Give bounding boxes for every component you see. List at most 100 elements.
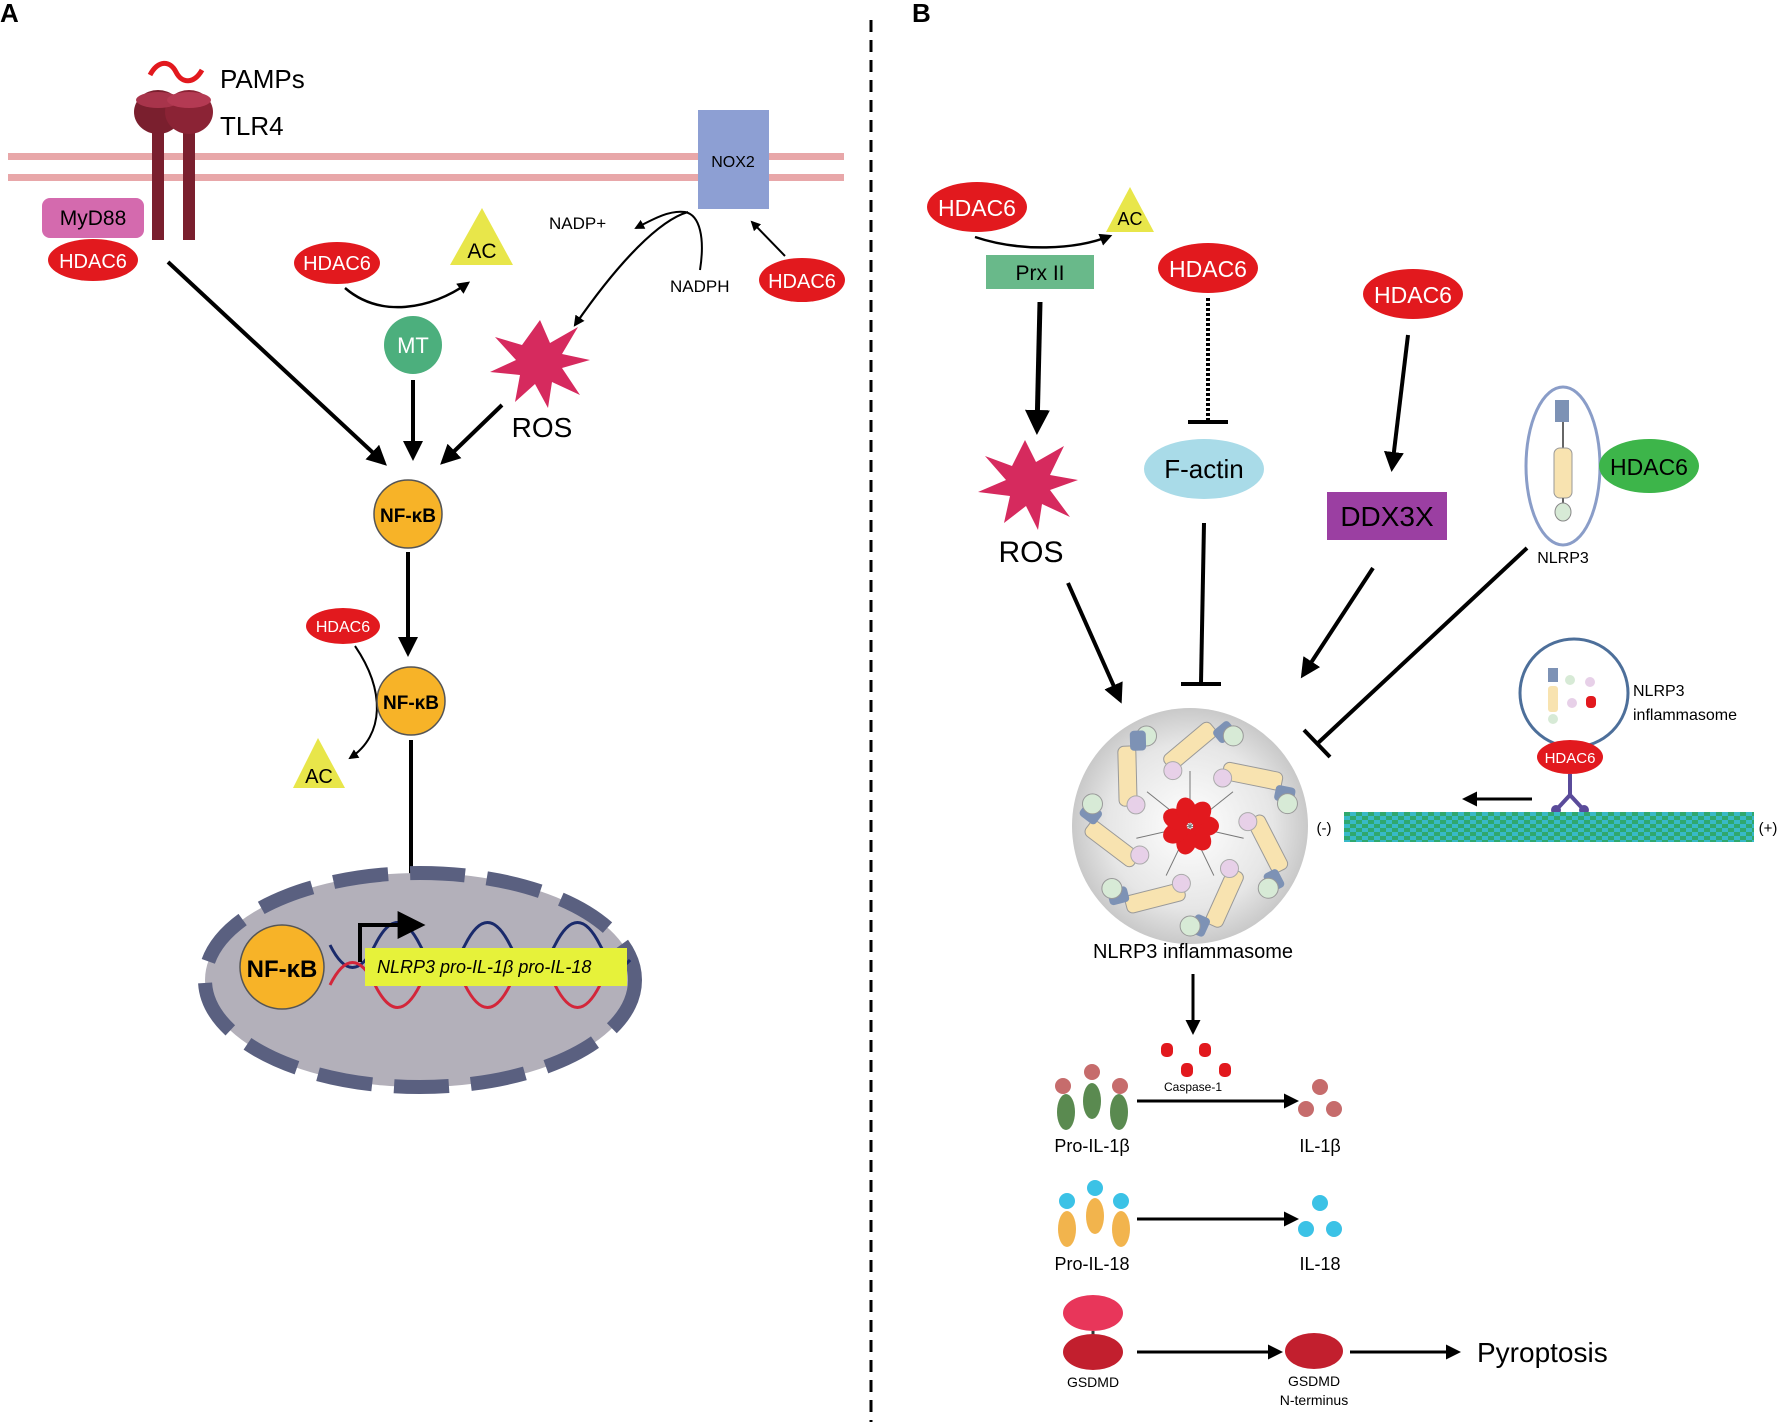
hdac6-nox2 — [759, 258, 845, 302]
microtubule-minus-end: (-) — [1317, 820, 1332, 837]
inflammasome-vesicle — [1518, 637, 1630, 749]
gsdmd-nterminus-label-1: GSDMD — [1288, 1373, 1340, 1389]
gsdmd-nterminus-icon — [1285, 1333, 1343, 1369]
il1b-label: IL-1β — [1299, 1136, 1340, 1156]
pro-il18-label: Pro-IL-18 — [1054, 1254, 1129, 1274]
hdac6-nox2-arrow — [750, 220, 786, 257]
nfkb-label-nucleus: NF-κB — [247, 956, 318, 983]
hdac6-myd88-label: HDAC6 — [59, 251, 127, 273]
hdac6-nlrp3 — [1599, 439, 1699, 493]
gene-names: NLRP3 pro-IL-1β pro-IL-18 — [377, 957, 591, 977]
inflammasome-small-icon — [1548, 668, 1596, 724]
ac-triangle-prx — [1106, 187, 1154, 232]
nadph-label: NADPH — [670, 277, 730, 296]
hdac6-mt-label: HDAC6 — [303, 253, 371, 275]
ac-label-nfkb: AC — [305, 766, 333, 788]
nlrp3-protein-icon — [1553, 400, 1573, 522]
pamps-squiggle-icon — [147, 60, 205, 84]
myd88-label: MyD88 — [60, 207, 127, 230]
factin-ellipse — [1144, 439, 1264, 499]
ac-label-prx: AC — [1117, 209, 1142, 229]
pro-il1b-label: Pro-IL-1β — [1054, 1136, 1129, 1156]
nfkb-circle-2 — [376, 666, 446, 736]
prx2-to-ros-arrow — [1024, 301, 1050, 435]
deacetylation-arrow-nfkb — [348, 645, 378, 760]
pyroptosis-label: Pyroptosis — [1477, 1337, 1608, 1368]
hdac6-myd88 — [48, 239, 138, 281]
gsdmd-icon — [1063, 1295, 1123, 1370]
nfkb-circle-1 — [373, 479, 443, 549]
gsdmd-nterminus-label-2: N-terminus — [1280, 1392, 1348, 1408]
panel-label-a: A — [0, 0, 19, 28]
microtubule — [1344, 812, 1754, 842]
prx2-label: Prx II — [1015, 262, 1064, 285]
hdac6-prx-label: HDAC6 — [938, 195, 1016, 221]
mt-label: MT — [397, 333, 429, 358]
ros-starburst-icon — [490, 320, 590, 408]
factin-label: F-actin — [1164, 454, 1243, 484]
inflammasome-label: NLRP3 inflammasome — [1093, 941, 1293, 963]
hdac6-nfkb-label: HDAC6 — [316, 619, 370, 636]
ddx3x-box — [1327, 492, 1447, 540]
ac-label-mt: AC — [467, 240, 496, 263]
cell-membrane-inner — [8, 174, 844, 181]
ros-to-inflammasome-arrow — [1066, 582, 1123, 704]
cell-membrane-outer — [8, 153, 844, 160]
nfkb-label-2: NF-κB — [383, 693, 439, 714]
ros-starburst-icon-b — [978, 440, 1078, 530]
ros-label-a: ROS — [512, 412, 573, 443]
caspase1-icon — [1161, 1043, 1231, 1077]
hdac6-motor-label: HDAC6 — [1545, 750, 1596, 767]
caspase1-label: Caspase-1 — [1164, 1080, 1222, 1094]
pro-il18-icon — [1058, 1180, 1130, 1247]
nox2-box — [698, 110, 769, 209]
myd88-box — [42, 198, 144, 238]
ac-triangle-mt — [450, 208, 513, 265]
nlrp3-label: NLRP3 — [1537, 550, 1589, 567]
ros-to-nfkb-arrow — [440, 403, 504, 465]
nox2-label: NOX2 — [711, 154, 755, 171]
mt-circle — [384, 316, 442, 374]
tlr4-label: TLR4 — [220, 111, 284, 141]
gsdmd-label: GSDMD — [1067, 1374, 1119, 1390]
prx2-box — [986, 255, 1094, 289]
panel-label-b: B — [912, 0, 931, 28]
hdac6-nlrp3-label: HDAC6 — [1610, 454, 1688, 480]
hdac6-factin-label: HDAC6 — [1169, 256, 1247, 282]
panel-b: HDAC6 AC Prx II ROS HDAC6 F-actin HDAC6 … — [927, 182, 1777, 1408]
ros-label-b: ROS — [998, 536, 1063, 569]
il18-label: IL-18 — [1299, 1254, 1340, 1274]
gene-highlight-box — [365, 948, 627, 986]
deacetylation-arrow-mt — [344, 281, 471, 309]
il18-icon — [1298, 1195, 1342, 1237]
hdac6-nox2-label: HDAC6 — [768, 271, 836, 293]
hdac6-mt — [294, 242, 380, 284]
pamps-label: PAMPs — [220, 64, 305, 94]
microtubule-plus-end: (+) — [1759, 820, 1778, 837]
nadp-label: NADP+ — [549, 214, 606, 233]
nox2-to-ros-arrow — [573, 210, 689, 327]
ddx3x-label: DDX3X — [1340, 501, 1434, 532]
factin-inhibits-inflammasome — [1199, 522, 1206, 684]
nlrp3-hdac6-inhibits-inflammasome — [1316, 546, 1529, 745]
pro-il1b-icon — [1055, 1064, 1128, 1130]
hdac6-ddx3x-label: HDAC6 — [1374, 282, 1452, 308]
hdac6-to-ddx3x-arrow — [1383, 334, 1410, 472]
tlr4-receptor-icon — [134, 90, 213, 240]
myd88-to-nfkb-arrow — [166, 260, 387, 466]
hdac6-ddx3x — [1363, 269, 1463, 319]
hdac6-motor — [1537, 740, 1603, 774]
inhibition-bar-inflammasome-2 — [1302, 728, 1332, 759]
hdac6-factin — [1158, 243, 1258, 293]
dynein-motor-icon — [1551, 774, 1589, 815]
inflammasome-complex-icon — [1079, 721, 1298, 937]
ddx3x-to-inflammasome-arrow — [1300, 566, 1375, 679]
panel-a: PAMPs TLR4 MyD88 HDAC6 HDAC6 AC MT NOX2 … — [8, 60, 845, 1094]
transcription-start-arrow-icon — [358, 911, 426, 962]
nlrp3-inflammasome-label-1: NLRP3 — [1633, 683, 1685, 700]
ac-triangle-nfkb — [293, 738, 345, 788]
nlrp3-inflammasome-label-2: inflammasome — [1633, 707, 1737, 724]
deacetylation-arrow-prx — [974, 233, 1113, 249]
nfkb-label-1: NF-κB — [380, 506, 436, 527]
